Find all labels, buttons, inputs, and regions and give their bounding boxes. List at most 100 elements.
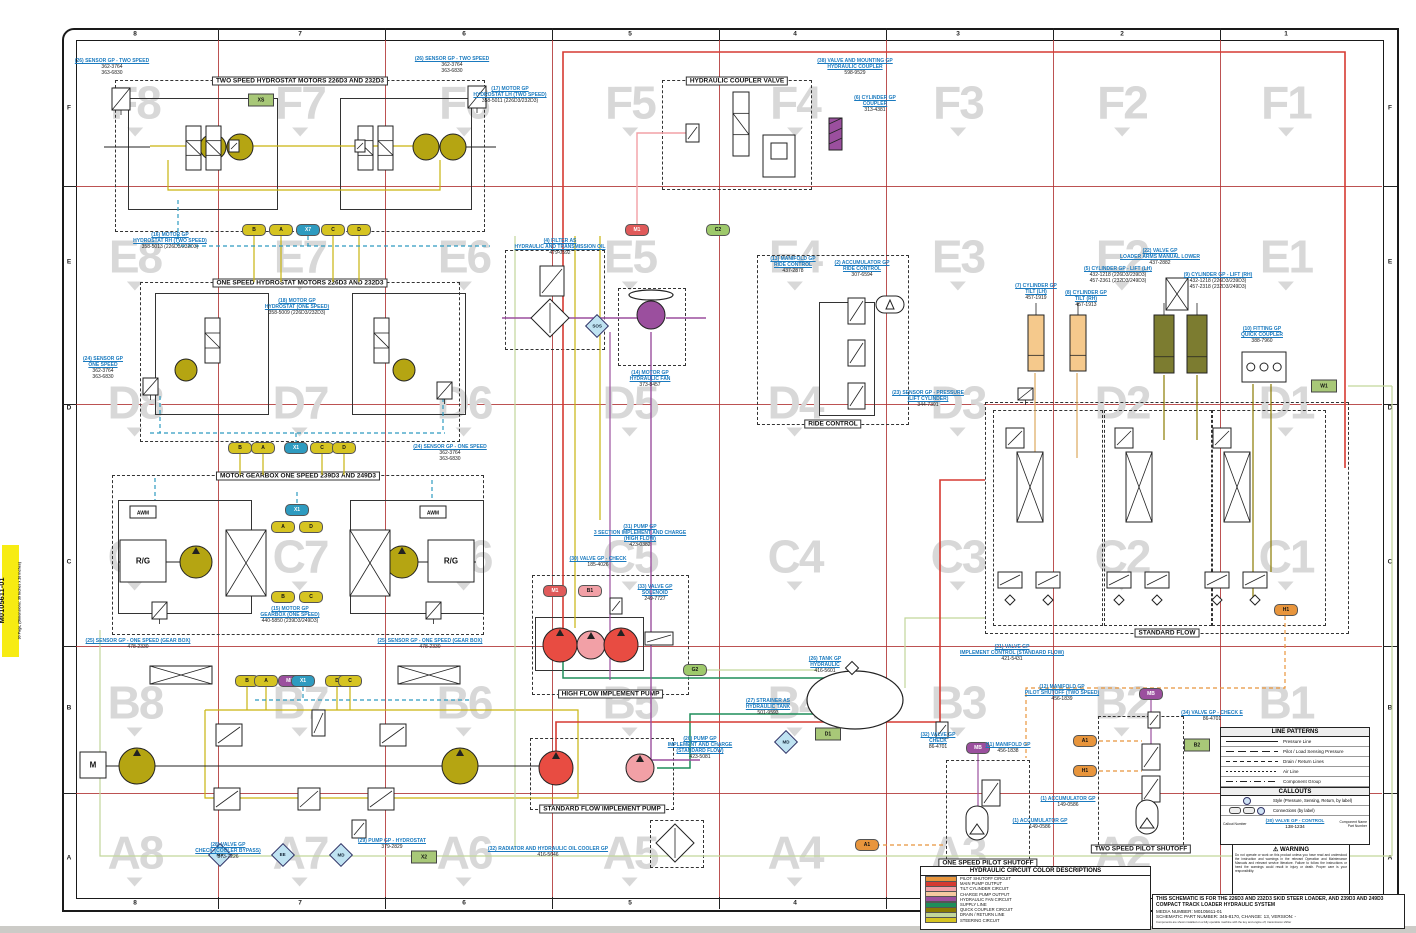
- callout-component-name: (11) MANIFOLD GP: [985, 742, 1031, 748]
- sym-sensor: [436, 381, 453, 404]
- callout-component-name: (25) SENSOR GP - ONE SPEED (GEAR BOX): [85, 638, 191, 644]
- line-pattern-swatch: [1226, 760, 1278, 763]
- callout-part-number: 440-5850 (239D3/249D3): [261, 618, 319, 624]
- component-group-box: [650, 820, 704, 868]
- component-group-box: [352, 293, 466, 415]
- line-connector-tag: M1: [543, 585, 567, 597]
- grid-margin-label: 2: [1120, 30, 1124, 38]
- sym-pump: [603, 627, 639, 663]
- callout-part-number: 185-4026: [587, 562, 609, 568]
- sym-rect: [354, 139, 366, 153]
- color-legend-label: PILOT SHUTOFF CIRCUIT: [960, 876, 1012, 882]
- callout-part-number: 423-0382: [629, 542, 651, 548]
- component-group-box: [505, 250, 605, 350]
- callout-part-number: 86-4701: [928, 744, 948, 750]
- sym-dia: [1211, 594, 1223, 606]
- sym-pump: [538, 750, 574, 786]
- color-legend-label: HYDRAULIC FAN CIRCUIT: [960, 896, 1012, 902]
- tab-media-number: M0105611-01: [0, 578, 6, 624]
- sym-rect: [379, 723, 407, 747]
- connector-label: A: [279, 227, 283, 233]
- callout-part-number: 388-7960: [1251, 338, 1273, 344]
- component-group-box: [819, 302, 875, 416]
- sym-dia: [1249, 594, 1261, 606]
- part-callout: (9) CYLINDER GP - LIFT (RH) 432-1218 (22…: [1184, 272, 1253, 290]
- sym-tbox: AWM: [419, 505, 447, 519]
- sym-rect: [609, 597, 623, 615]
- callout-part-number: 478-2330: [419, 644, 441, 650]
- sym-ell: [628, 289, 674, 301]
- connector-label: M1: [551, 588, 559, 594]
- circuit-line: [636, 132, 686, 224]
- component-group-title: RIDE CONTROL: [804, 419, 862, 429]
- connector-label: B: [252, 227, 256, 233]
- sym-dia: [1113, 594, 1125, 606]
- drawing-border: [62, 28, 1399, 912]
- circuit-line: [1025, 616, 1286, 758]
- sym-rect: [228, 139, 240, 153]
- line-connector-tag: B2: [1184, 738, 1210, 752]
- connector-label: MD: [337, 852, 345, 858]
- warning-box: ⚠ WARNING Do not operate or work on this…: [1232, 844, 1350, 898]
- line-connector-tag: H1: [1073, 765, 1097, 777]
- sym-spool: [185, 125, 202, 171]
- line-connector-tag: X1: [291, 675, 315, 687]
- callout-part-number: 358-5013 (226D3/232D3): [141, 244, 199, 250]
- sym-valveblock: [149, 665, 213, 685]
- component-group-box: [1212, 410, 1326, 626]
- grid-margin-label: 7: [298, 899, 302, 907]
- sym-rect: [847, 339, 866, 367]
- connector-label: D: [342, 445, 346, 451]
- component-group-box: [128, 98, 278, 210]
- line-connector-tag: B: [242, 224, 266, 236]
- sym-accumv: [965, 805, 989, 841]
- circuit-line: [99, 630, 1392, 857]
- callout-part-number: 379-2829: [381, 844, 403, 850]
- warning-body: Do not operate or work on this product u…: [1235, 853, 1347, 873]
- component-group-box: [155, 293, 269, 415]
- sym-spool: [732, 91, 750, 157]
- callout-component-name: (5) CYLINDER GP - LIFT (LH): [1084, 266, 1152, 272]
- sym-rect: [311, 709, 326, 737]
- callout-part-number: 373-8457: [639, 382, 661, 388]
- line-connector-tag: XS: [248, 93, 274, 107]
- sym-pump: [441, 747, 479, 785]
- callout-connections-row: Connections (by label): [1221, 806, 1369, 816]
- sym-cyl: [1186, 303, 1208, 374]
- line-connector-tag: C: [338, 675, 362, 687]
- callout-part-number: 456-1839: [1051, 696, 1073, 702]
- line-connector-tag: B: [271, 591, 295, 603]
- callout-part-number: 437-2878: [782, 268, 804, 274]
- line-connector-tag: X2: [411, 850, 437, 864]
- sym-rect: [1204, 571, 1230, 589]
- line-connector-tag: M1: [625, 224, 649, 236]
- schematic-part-number: SCHEMATIC PART NUMBER: 345-8170, CHANGE:…: [1156, 914, 1297, 920]
- callout-part-number: 358-5011 (226D3/232D3): [481, 98, 539, 104]
- line-pattern-row: Air Line: [1221, 767, 1369, 777]
- tab-page-info: 30 Page, (Dimensions: 39 Inches x 26 Inc…: [17, 562, 22, 640]
- callout-number-label: Callout Number: [1223, 821, 1247, 826]
- sym-sensor: [1017, 387, 1034, 405]
- component-group-box: [618, 288, 686, 366]
- sym-dia: [844, 660, 860, 676]
- line-patterns-title: LINE PATTERNS: [1221, 728, 1369, 737]
- connector-label: D1: [824, 731, 832, 737]
- component-group-title: STANDARD FLOW IMPLEMENT PUMP: [539, 804, 665, 814]
- callout-part-number: 457-1913: [1075, 302, 1097, 308]
- callout-component-name: (1) ACCUMULATOR GP: [1040, 796, 1096, 802]
